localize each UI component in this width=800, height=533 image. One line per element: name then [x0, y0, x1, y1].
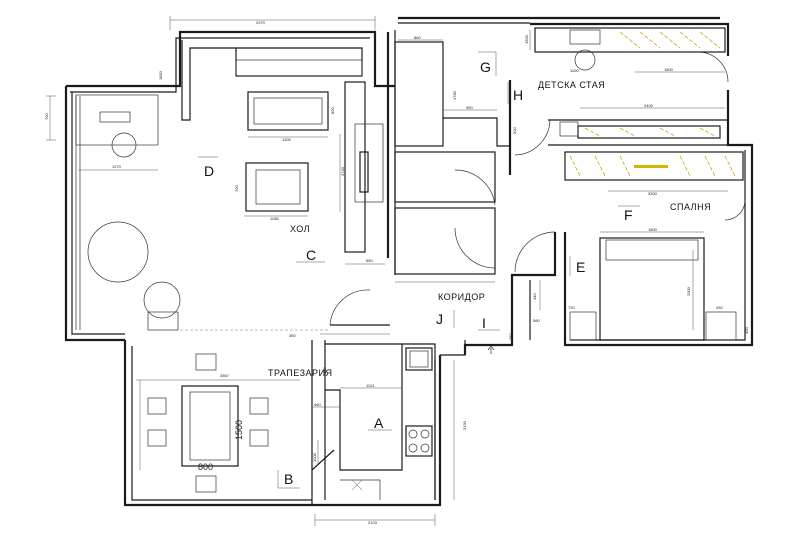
- dim-1800: 1800: [664, 67, 674, 72]
- dim-3300: 3300: [648, 191, 658, 196]
- room-label-koridor: КОРИДОР: [438, 292, 485, 302]
- bedroom-furniture: [564, 151, 744, 341]
- dim-120: 120: [322, 367, 327, 374]
- dim-1270: 1270: [112, 164, 122, 169]
- kids-furniture: [534, 27, 726, 139]
- view-markers: A B C D E F G H I J: [198, 51, 640, 489]
- kitchen-furniture: [311, 343, 436, 500]
- dim-950: 950: [466, 105, 473, 110]
- room-label-detska: ДЕТСКА СТАЯ: [538, 80, 605, 90]
- doors: [329, 51, 746, 326]
- dim-860: 860: [414, 35, 421, 40]
- dim-2103: 2103: [368, 520, 378, 525]
- dimension-labels: 2970 1850 700 1270 1300 800 700 1080 374…: [44, 20, 749, 525]
- dim-2000: 2000: [686, 286, 691, 296]
- dim-3130: 3130: [462, 420, 467, 430]
- dim-2400: 2400: [644, 103, 654, 108]
- dim-460: 460: [314, 402, 321, 407]
- dim-500: 500: [512, 127, 517, 134]
- dim-1080: 1080: [270, 216, 280, 221]
- dim-1500c: 1500: [524, 34, 529, 44]
- dim-3740: 3740: [340, 166, 345, 176]
- internal-walls: [180, 30, 728, 505]
- room-label-spalnya: СПАЛНЯ: [670, 202, 711, 212]
- dim-580: 580: [533, 318, 540, 323]
- dim-2867: 2867: [220, 373, 230, 378]
- dim-1000: 1000: [312, 452, 317, 462]
- room-label-trapezaria: ТРАПЕЗАРИЯ: [268, 368, 332, 378]
- marker-d: D: [204, 163, 214, 179]
- dim-1113: 1113: [366, 383, 375, 388]
- dim-440: 440: [532, 293, 537, 300]
- marker-b: B: [284, 471, 293, 487]
- dim-250: 250: [508, 333, 513, 340]
- marker-f: F: [624, 207, 633, 223]
- dim-1780: 1780: [452, 90, 457, 100]
- outer-walls: [64, 16, 754, 507]
- dim-1500: 1500: [234, 420, 244, 440]
- marker-i: I: [482, 315, 486, 331]
- room-labels: ХОЛ СПАЛНЯ ДЕТСКА СТАЯ КОРИДОР ТРАПЕЗАРИ…: [268, 80, 711, 378]
- dim-450: 450: [716, 305, 723, 310]
- dim-700b: 700: [234, 185, 239, 192]
- dim-700: 700: [44, 113, 49, 120]
- marker-a: A: [374, 415, 384, 431]
- marker-c: C: [306, 247, 316, 263]
- dim-1100: 1100: [570, 68, 579, 73]
- marker-g: G: [480, 59, 491, 75]
- dim-1850: 1850: [158, 70, 163, 80]
- dim-1800b: 1800: [648, 227, 658, 232]
- marker-e: E: [576, 259, 585, 275]
- dim-1300: 1300: [282, 137, 292, 142]
- dim-800a: 800: [330, 107, 335, 114]
- dim-2970: 2970: [256, 20, 266, 25]
- dim-550: 550: [366, 258, 373, 263]
- dim-720: 720: [568, 305, 575, 310]
- dining-furniture: [136, 353, 300, 493]
- living-furniture: [75, 40, 384, 331]
- marker-j: J: [436, 311, 443, 327]
- marker-h: H: [513, 87, 523, 103]
- dim-800: 800: [198, 462, 213, 472]
- dim-400: 400: [744, 327, 749, 334]
- dimension-lines: [46, 16, 728, 526]
- room-label-hol: ХОЛ: [290, 224, 310, 234]
- dim-350: 350: [289, 333, 296, 338]
